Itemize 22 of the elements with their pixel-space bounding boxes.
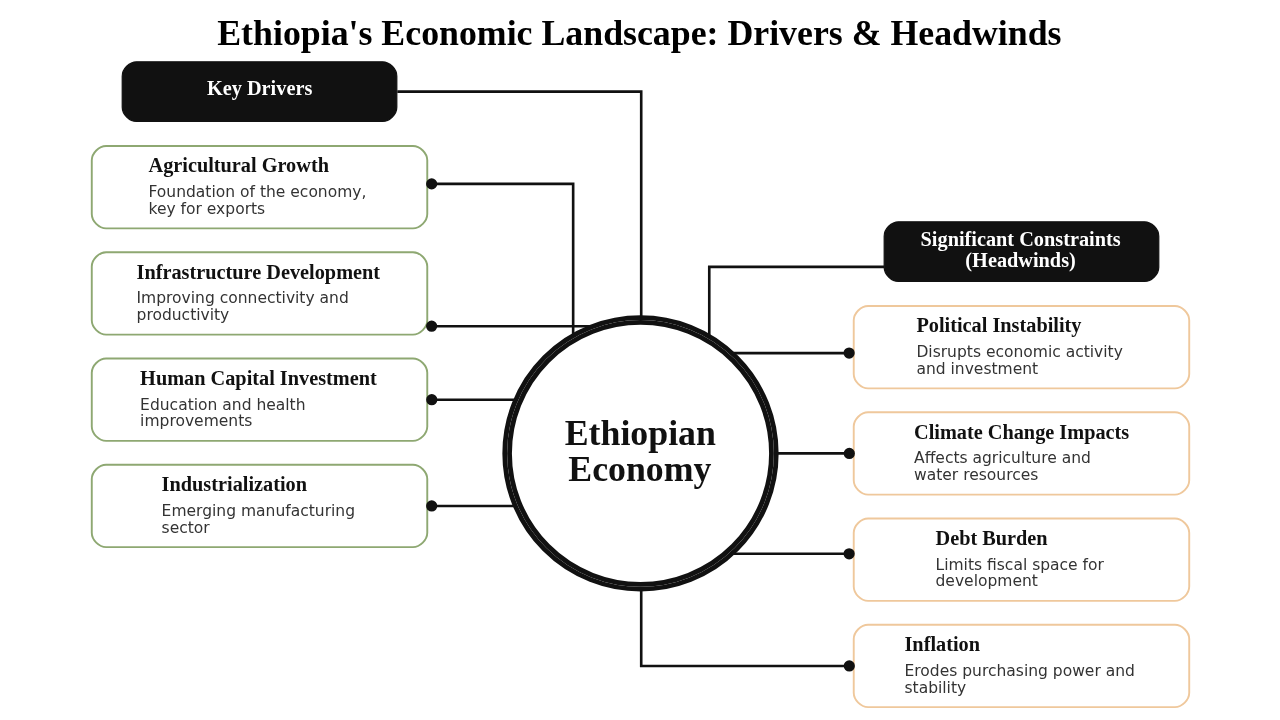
- connector: [731, 548, 855, 560]
- node-box: Climate Change Impacts Affects agriculture and water resources: [852, 411, 1190, 496]
- connector: [425, 320, 593, 332]
- diagram-title: Ethiopia's Economic Landscape: Drivers & Headwinds: [216, 13, 1062, 54]
- node-box: Political Instability Disrupts economic activity and investment: [852, 305, 1190, 390]
- node-box: Key Drivers: [121, 61, 397, 123]
- node-circle: Ethiopian Economy: [501, 315, 779, 592]
- node-box: Human Capital Investment Education and health improvements: [90, 357, 428, 442]
- node-box: Industrialization Emerging manufacturing sector: [90, 463, 428, 549]
- node-box: Inflation Erodes purchasing power and stability: [852, 623, 1190, 709]
- connector: [775, 447, 855, 460]
- connector: [707, 265, 884, 337]
- connector: [425, 178, 574, 336]
- connector: [396, 90, 643, 318]
- node-box: Infrastructure Development Improving connectivity and productivity: [90, 251, 428, 336]
- node-box: Debt Burden Limits fiscal space for development: [852, 517, 1190, 602]
- connector: [425, 394, 516, 406]
- node-box: Agricultural Growth Foundation of the economy, key for exports: [90, 145, 428, 230]
- connector: [639, 589, 855, 672]
- node-box: Significant Constraints (Headwinds): [883, 221, 1159, 283]
- connector: [731, 347, 855, 359]
- connector: [425, 500, 515, 512]
